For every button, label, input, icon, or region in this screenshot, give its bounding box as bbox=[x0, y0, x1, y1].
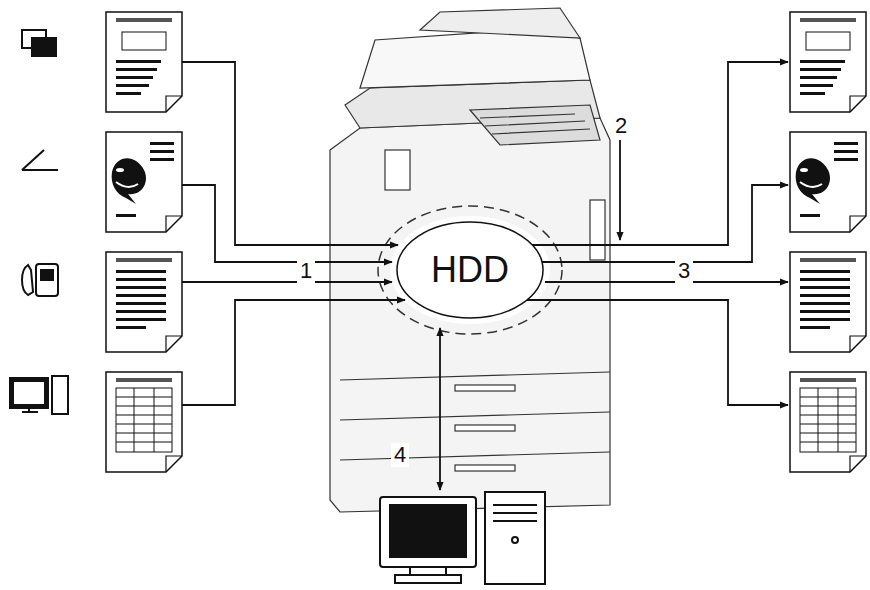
document-sheet bbox=[790, 12, 866, 112]
ellipse-shape bbox=[397, 222, 543, 318]
copier-body bbox=[330, 8, 610, 512]
callout-number: 4 bbox=[391, 443, 409, 467]
hdd-ring bbox=[378, 206, 562, 334]
storage-ellipse: HDD bbox=[395, 220, 545, 320]
input-arrows bbox=[182, 62, 405, 405]
document-sheet bbox=[790, 252, 866, 352]
callout-number: 2 bbox=[612, 114, 630, 138]
hdd-ground bbox=[390, 216, 550, 324]
document-sheet bbox=[106, 252, 182, 352]
document-sheet bbox=[790, 372, 866, 472]
callout-number: 1 bbox=[297, 259, 315, 283]
document-sheet bbox=[106, 132, 182, 232]
source-icons bbox=[10, 30, 68, 414]
documents bbox=[106, 12, 866, 472]
node-label: HDD bbox=[431, 249, 509, 291]
document-sheet bbox=[106, 372, 182, 472]
computer-icon bbox=[380, 492, 545, 584]
document-sheet bbox=[790, 132, 866, 232]
callout-number: 3 bbox=[675, 259, 693, 283]
document-sheet bbox=[106, 12, 182, 112]
